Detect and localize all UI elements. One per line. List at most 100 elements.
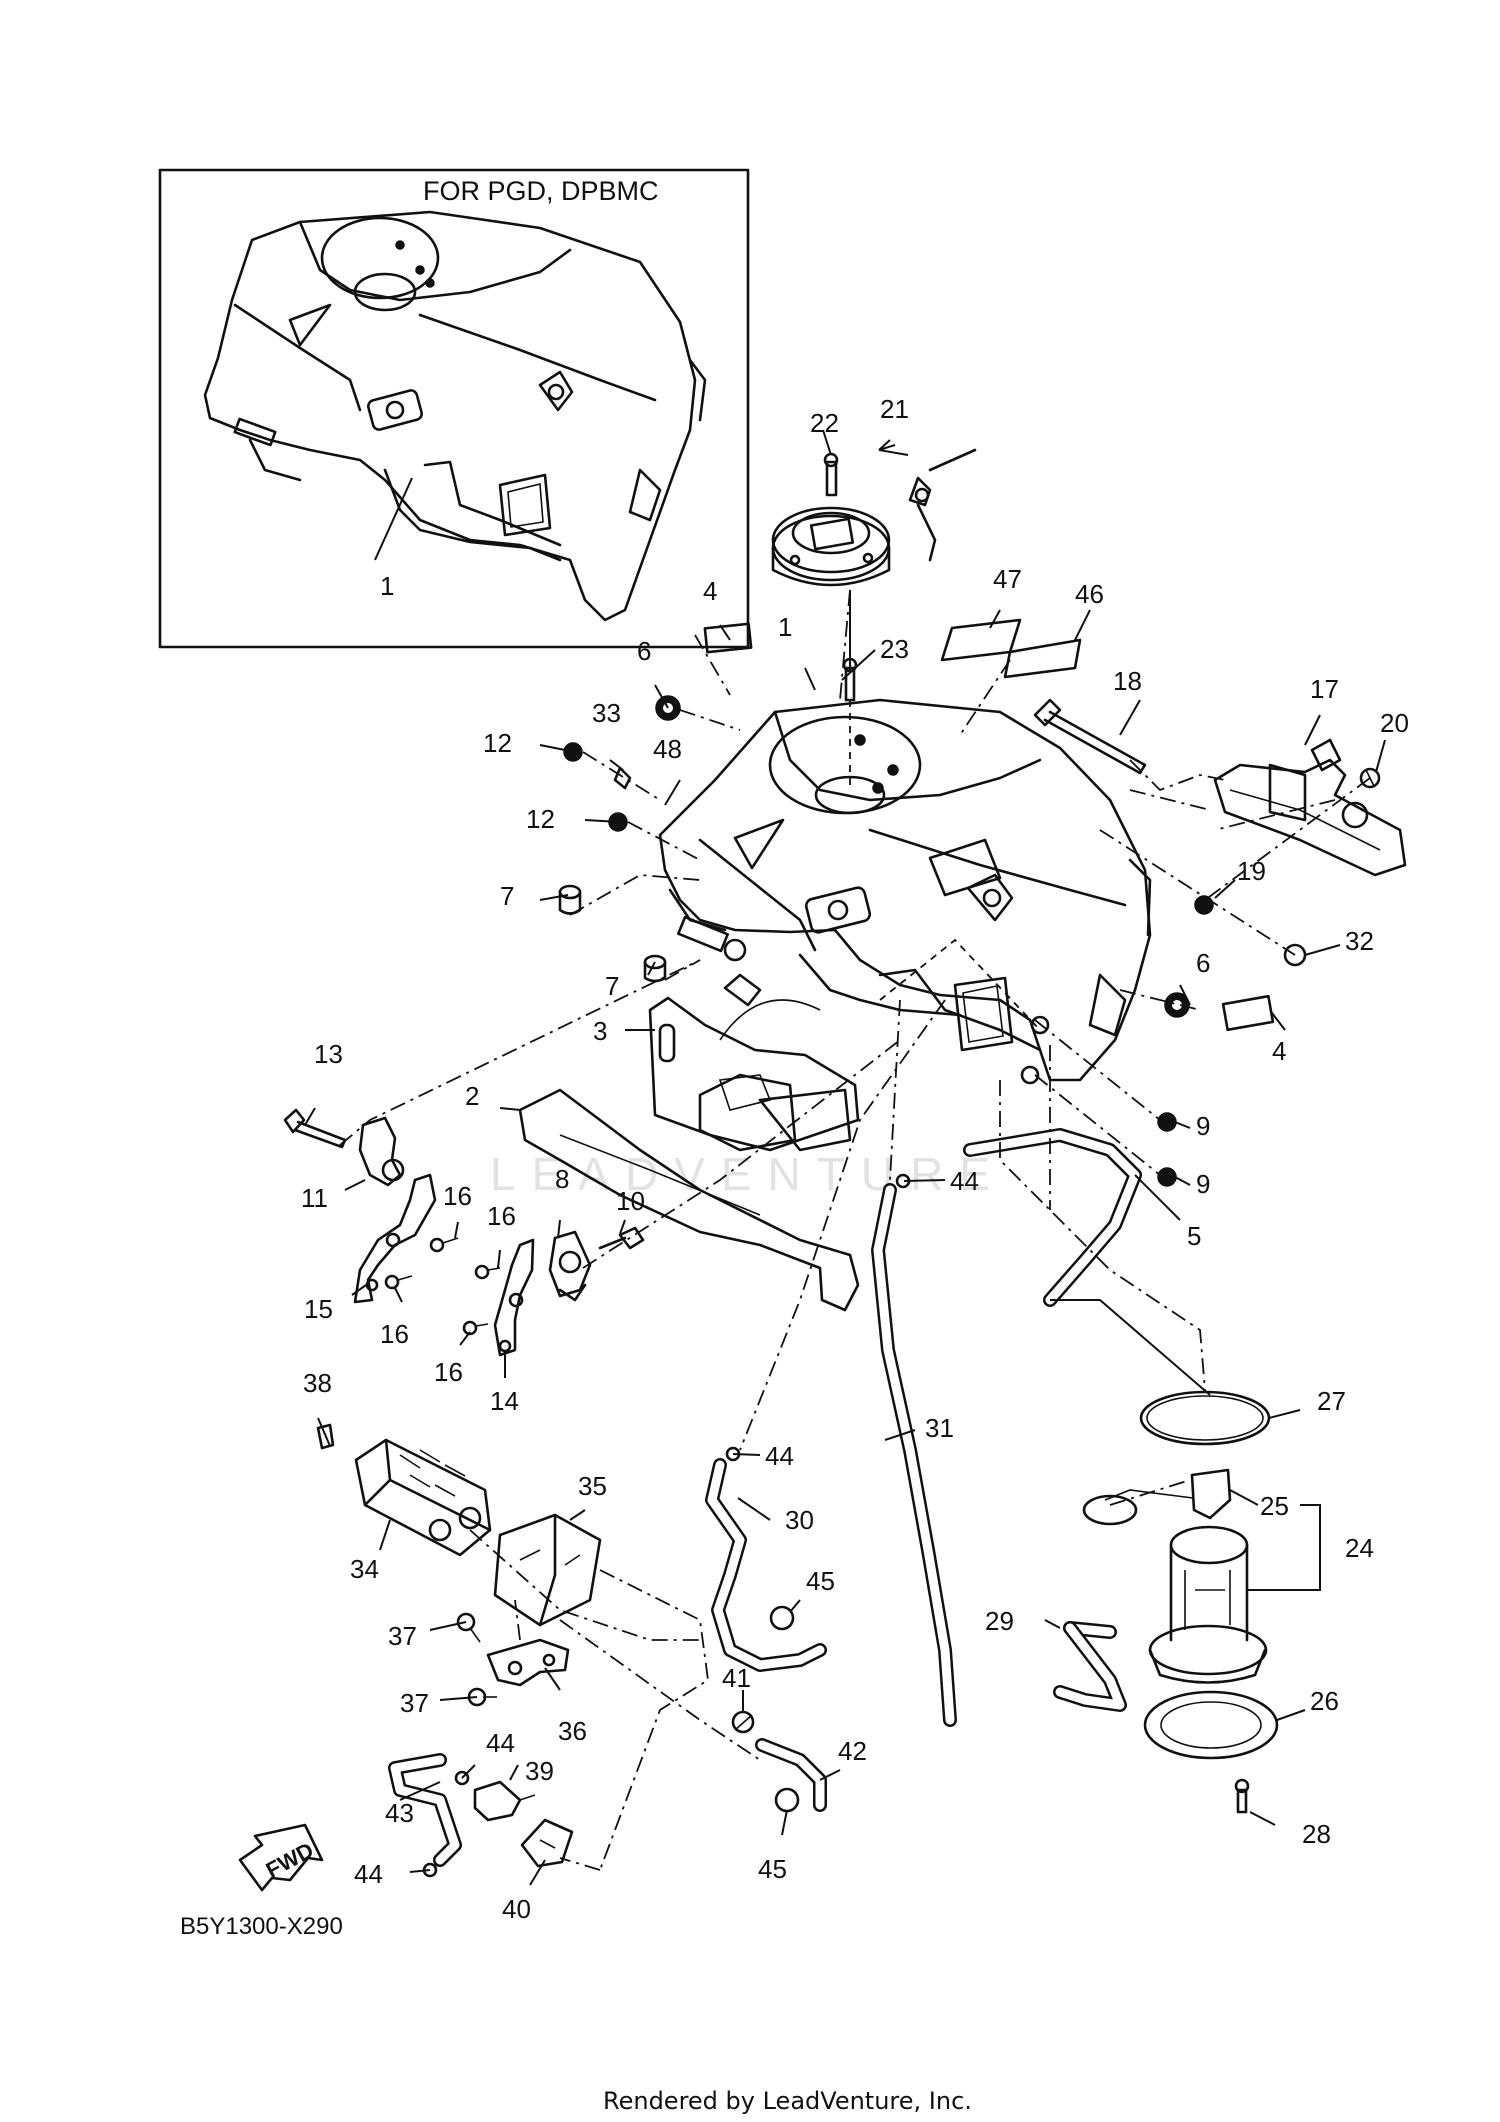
fuel-sender-25 [1082,1468,1232,1526]
callout-48: 48 [653,734,682,764]
callout-29: 29 [985,1606,1014,1636]
callout-16a: 16 [443,1181,472,1211]
callout-8: 8 [555,1164,569,1194]
bracket-36 [486,1638,570,1687]
hose-31 [871,1183,957,1727]
bolt-16c [474,1264,501,1280]
callout-28: 28 [1302,1819,1331,1849]
callout-25: 25 [1260,1491,1289,1521]
callout-22: 22 [810,408,839,438]
hose-29 [1053,1621,1127,1712]
callout-16b: 16 [380,1319,409,1349]
bracket-35 [493,1513,602,1627]
callout-labels: 1 2 3 4 4 5 6 6 7 7 8 9 9 10 11 12 12 13… [301,394,1409,1924]
callout-39: 39 [525,1756,554,1786]
callout-1: 1 [778,612,792,642]
clip-38 [316,1423,335,1450]
callout-27: 27 [1317,1386,1346,1416]
fwd-arrow-icon: FWD [238,1823,324,1892]
callout-37b: 37 [400,1688,429,1718]
nut-19 [1194,895,1214,915]
bracket-14 [493,1238,535,1357]
callout-6a: 6 [637,636,651,666]
callout-21: 21 [880,394,909,424]
callout-42: 42 [838,1736,867,1766]
callout-19: 19 [1237,856,1266,886]
screw-28 [1234,1778,1250,1814]
callout-13: 13 [314,1039,343,1069]
callout-47: 47 [993,564,1022,594]
callout-45b: 45 [758,1854,787,1884]
clamp-45a [769,1605,795,1631]
callout-4b: 4 [1272,1036,1286,1066]
callout-33: 33 [592,698,621,728]
callout-16c: 16 [487,1201,516,1231]
fuel-tank [658,698,1152,1111]
bracket-11 [358,1116,405,1187]
bracket-8 [548,1230,592,1302]
callout-15: 15 [304,1294,333,1324]
callout-23: 23 [880,634,909,664]
callout-17: 17 [1310,674,1339,704]
callout-18: 18 [1113,666,1142,696]
bolt-37a [456,1612,481,1643]
callout-1-inset: 1 [380,571,394,601]
callout-32: 32 [1345,926,1374,956]
canister-34 [354,1438,492,1557]
footer-credit: Rendered by LeadVenture, Inc. [603,2087,972,2115]
callout-12a: 12 [483,728,512,758]
bracket-17 [1213,738,1407,877]
callout-45a: 45 [806,1566,835,1596]
watermark: LEADVENTURE [490,1148,1006,1200]
callout-46: 46 [1075,579,1104,609]
clamp-45b [774,1787,800,1813]
bolt-18 [1033,698,1147,775]
bolt-16a [429,1237,459,1253]
damper-pad-4b [1221,994,1275,1032]
nut-9b [1157,1167,1177,1187]
inset-variant-box: FOR PGD, DPBMC 1 [158,168,750,649]
clip-44c [454,1770,470,1786]
callout-41: 41 [722,1663,751,1693]
callout-44a: 44 [950,1166,979,1196]
callout-16d: 16 [434,1357,463,1387]
hose-43 [388,1753,462,1867]
callout-10: 10 [616,1186,645,1216]
holder-40 [520,1818,574,1868]
callout-35: 35 [578,1471,607,1501]
inset-fuel-tank [203,210,707,622]
callout-9b: 9 [1196,1169,1210,1199]
fwd-arrow-label: FWD [262,1837,318,1883]
side-plate-2 [518,1088,860,1312]
leader-lines [304,429,1386,1886]
callout-31: 31 [925,1413,954,1443]
clamp-41 [731,1710,755,1734]
callout-38: 38 [303,1368,332,1398]
callout-44b: 44 [765,1441,794,1471]
damper-pad-4a [703,622,753,654]
callout-37a: 37 [388,1621,417,1651]
callout-5: 5 [1187,1221,1201,1251]
callout-11: 11 [301,1183,328,1213]
callout-30: 30 [785,1505,814,1535]
callout-7a: 7 [500,881,514,911]
callout-44d: 44 [354,1859,383,1889]
callout-44c: 44 [486,1728,515,1758]
hose-42 [755,1738,827,1812]
callout-20: 20 [1380,708,1409,738]
callout-7b: 7 [605,971,619,1001]
callout-26: 26 [1310,1686,1339,1716]
fuel-pump-24 [1148,1525,1268,1684]
callout-43: 43 [385,1798,414,1828]
callout-36: 36 [558,1716,587,1746]
fuel-cap [771,448,977,587]
callout-40: 40 [502,1894,531,1924]
bolt-16d [462,1320,489,1336]
collar-7b [643,954,667,983]
o-ring-27 [1139,1390,1271,1446]
bolt-13 [283,1108,347,1149]
hose-30 [705,1458,827,1672]
callout-24: 24 [1345,1533,1374,1563]
callout-2: 2 [465,1081,479,1111]
